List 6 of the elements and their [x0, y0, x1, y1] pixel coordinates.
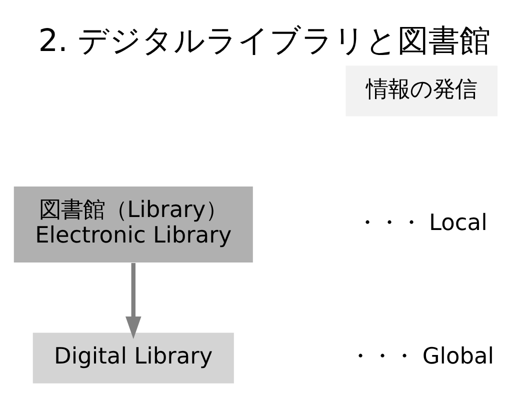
node-box: Digital Library	[32, 332, 234, 383]
label: ・・・ Local	[356, 209, 488, 236]
node-box: 図書館（Library） Electronic Library	[14, 186, 253, 262]
label: ・・・ Global	[349, 342, 494, 369]
diagram-title: 2. デジタルライブラリと図書館	[38, 22, 491, 58]
arrow	[126, 262, 142, 339]
